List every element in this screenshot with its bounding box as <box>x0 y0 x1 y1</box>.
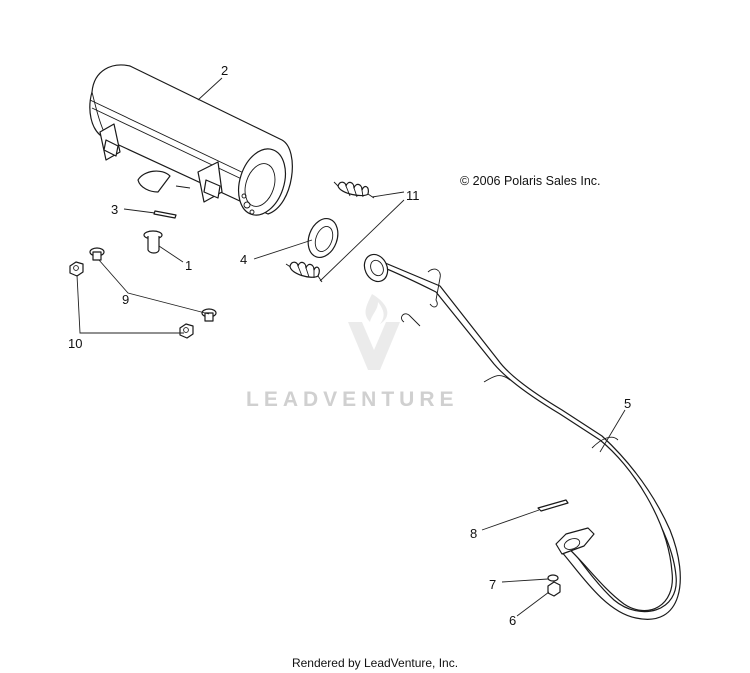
leader-8 <box>481 509 540 531</box>
callout-3: 3 <box>111 202 118 217</box>
callout-4: 4 <box>240 252 247 267</box>
leader-11b <box>319 199 405 282</box>
bolt-upper <box>89 247 105 261</box>
leader-5 <box>599 409 626 453</box>
leader-11a <box>371 191 405 198</box>
watermark: LEADVENTURE <box>246 294 459 411</box>
callout-labels: 2 3 1 4 11 9 10 5 8 7 6 <box>68 63 631 628</box>
leader-10 <box>76 274 184 334</box>
callout-8: 8 <box>470 526 477 541</box>
spring-lower <box>285 261 323 283</box>
gasket <box>307 218 339 258</box>
callout-5: 5 <box>624 396 631 411</box>
head-pipe <box>363 253 681 620</box>
callout-7: 7 <box>489 577 496 592</box>
leadventure-logo-icon <box>348 294 400 370</box>
leader-3 <box>123 208 156 214</box>
washer <box>547 574 559 582</box>
copyright-text: © 2006 Polaris Sales Inc. <box>460 174 601 188</box>
spring-upper <box>333 181 375 199</box>
callout-2: 2 <box>221 63 228 78</box>
nut-upper <box>69 261 84 277</box>
bushing <box>143 230 163 254</box>
leader-lines <box>76 77 626 617</box>
leader-4 <box>253 239 313 260</box>
leader-1 <box>158 245 184 263</box>
leader-9 <box>98 259 210 315</box>
callout-9: 9 <box>122 292 129 307</box>
rendered-by-footer: Rendered by LeadVenture, Inc. <box>292 656 458 670</box>
leader-7 <box>501 578 549 583</box>
leader-2 <box>197 77 223 101</box>
callout-1: 1 <box>185 258 192 273</box>
bolt-lower <box>201 308 217 322</box>
callout-6: 6 <box>509 613 516 628</box>
muffler <box>89 64 293 216</box>
watermark-text: LEADVENTURE <box>246 388 459 411</box>
exhaust-nut <box>547 581 561 597</box>
callout-11: 11 <box>406 188 420 203</box>
leader-6 <box>516 591 550 617</box>
pin <box>153 210 177 219</box>
gasket-strip <box>537 499 569 512</box>
callout-10: 10 <box>68 336 82 351</box>
nut-lower <box>179 323 194 339</box>
